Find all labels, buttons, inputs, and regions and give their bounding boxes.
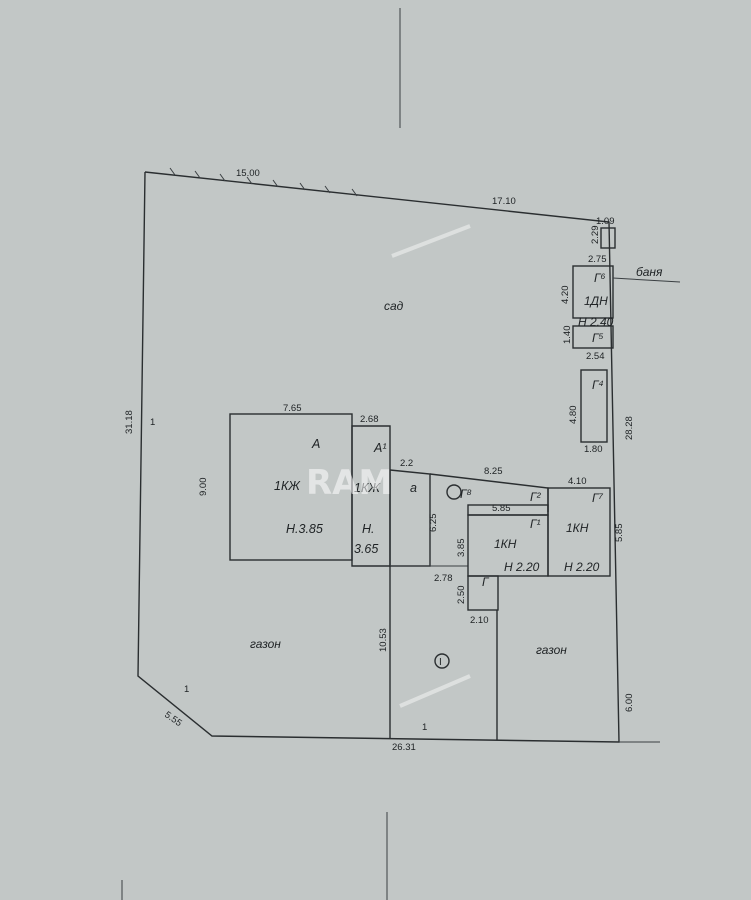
watermark-stroke-2 — [399, 674, 471, 708]
dim-g3-width: 5.85 — [492, 503, 511, 514]
dim-g6-height: 4.80 — [568, 406, 579, 425]
well-symbol — [434, 653, 450, 669]
house-a1-use: 1КЖ — [354, 481, 381, 495]
bath-height: Н 2.40 — [578, 315, 614, 329]
g-marker: Г — [482, 575, 490, 589]
north-fence-ticks — [169, 167, 358, 197]
dim-south: 26.31 — [392, 742, 416, 753]
watermark-logo: RAM — [306, 463, 392, 503]
bath-house — [572, 265, 614, 319]
g8-circle-symbol — [446, 484, 462, 500]
dim-ne-corner: 1.09 — [596, 216, 615, 227]
dim-court-depth: 10.53 — [378, 628, 389, 652]
g1-marker: Г¹ — [530, 517, 541, 531]
g1-height: Н 2.20 — [504, 560, 540, 574]
dim-north-left: 15.00 — [236, 168, 260, 179]
g6-marker: Г⁶ — [594, 271, 606, 285]
dim-a-porch-depth: 6.25 — [428, 514, 439, 533]
outbuilding-g5 — [572, 325, 614, 349]
dim-north-right: 17.10 — [492, 196, 516, 207]
dim-g7-depth: 5.85 — [614, 524, 625, 543]
dim-a1-width: 2.68 — [360, 414, 379, 425]
house-a-height: Н.3.85 — [286, 522, 323, 536]
outbuilding-g — [467, 575, 499, 611]
dim-east-upper: 28.28 — [624, 416, 635, 440]
dim-a-width: 7.65 — [283, 403, 302, 414]
bath-pointer — [612, 277, 681, 283]
dim-g5-width: 2.54 — [586, 351, 605, 362]
house-a1-height-top: Н. — [362, 522, 375, 536]
garden-label: сад — [384, 299, 404, 313]
porch-letter: а — [410, 481, 417, 495]
dim-bath-height: 4.20 — [560, 286, 571, 305]
dim-g6-width: 1.80 — [584, 444, 603, 455]
dim-one-sw: 1 — [184, 684, 189, 695]
dim-g-width-bottom: 2.10 — [470, 615, 489, 626]
g2-marker: Г² — [530, 490, 542, 504]
g5-marker: Г⁵ — [592, 331, 604, 345]
dim-top-run: 8.25 — [484, 466, 503, 477]
g7-use: 1КН — [566, 521, 589, 535]
dim-g5-height: 1.40 — [562, 326, 573, 345]
bath-label: баня — [636, 265, 663, 279]
dim-g-width-top: 2.78 — [434, 573, 453, 584]
watermark-stroke-1 — [391, 224, 471, 258]
dim-a-height: 9.00 — [198, 478, 209, 497]
house-a-use: 1КЖ — [274, 479, 301, 493]
bath-use: 1ДН — [584, 294, 608, 308]
g3-marker: Г⁸ — [460, 487, 472, 501]
house-a-letter: А — [311, 437, 320, 451]
dim-porch-gap: 2.2 — [400, 458, 413, 469]
dim-g1-depth: 3.85 — [456, 539, 467, 558]
g7-marker: Г⁷ — [592, 491, 604, 505]
outbuilding-ne — [600, 227, 616, 249]
g4-marker: Г⁴ — [592, 378, 604, 392]
house-a1-letter: А¹ — [373, 441, 387, 455]
house-a1-height-bottom: 3.65 — [354, 542, 378, 556]
dim-bath-top: 2.75 — [588, 254, 607, 265]
outbuilding-g1 — [467, 514, 549, 577]
dim-west: 31.18 — [124, 410, 135, 434]
well-label: Ⅰ — [439, 657, 442, 668]
dim-g-depth: 2.50 — [456, 586, 467, 605]
g7-height: Н 2.20 — [564, 560, 600, 574]
g1-use: 1КН — [494, 537, 517, 551]
dim-g7-width: 4.10 — [568, 476, 587, 487]
dim-east-lower: 6.00 — [624, 694, 635, 713]
dim-one-west: 1 — [150, 417, 155, 428]
lot-boundary — [137, 171, 620, 743]
lawn-right-label: газон — [536, 643, 567, 657]
dim-ne-small: 2.29 — [590, 226, 601, 245]
outbuilding-g6 — [580, 369, 608, 443]
dim-one-south: 1 — [422, 722, 427, 733]
lawn-left-label: газон — [250, 637, 281, 651]
